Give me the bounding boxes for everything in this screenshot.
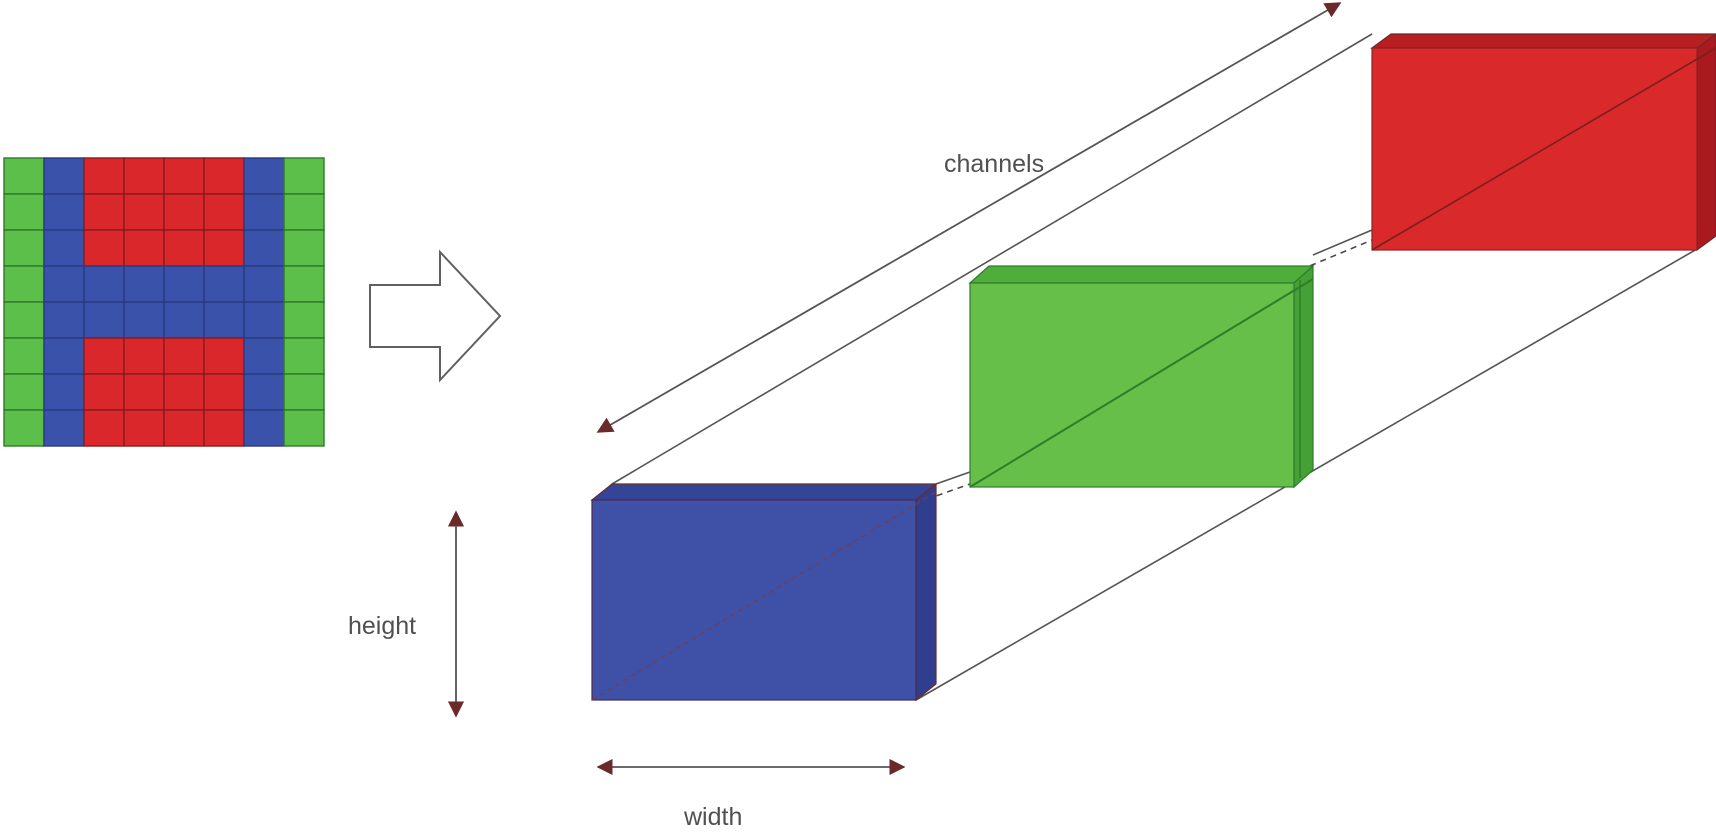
pixel-cell-red <box>123 193 165 231</box>
pixel-cell-red <box>163 409 205 447</box>
blue-channel-block <box>590 482 938 702</box>
pixel-cell-blue <box>243 301 285 339</box>
pixel-cell-red <box>163 193 205 231</box>
channels-arrow <box>596 2 1342 433</box>
pixel-cell-red <box>203 193 245 231</box>
pixel-cell-blue <box>243 229 285 267</box>
pixel-cell-blue <box>123 265 165 303</box>
pixel-cell-blue <box>243 157 285 195</box>
pixel-cell-red <box>163 229 205 267</box>
pixel-cell-green <box>3 193 45 231</box>
pixel-cell-red <box>163 373 205 411</box>
pixel-cell-blue <box>243 337 285 375</box>
pixel-cell-red <box>203 229 245 267</box>
pixel-cell-red <box>83 373 125 411</box>
pixel-cell-blue <box>43 337 85 375</box>
pixel-cell-red <box>83 193 125 231</box>
pixel-cell-red <box>203 373 245 411</box>
pixel-cell-blue <box>163 265 205 303</box>
pixel-cell-red <box>203 157 245 195</box>
width-label: width <box>683 803 742 831</box>
pixel-cell-red <box>83 157 125 195</box>
pixel-cell-red <box>83 409 125 447</box>
pixel-cell-blue <box>243 373 285 411</box>
pixel-cell-blue <box>43 229 85 267</box>
pixel-cell-blue <box>43 193 85 231</box>
channels-label: channels <box>944 150 1044 178</box>
red-channel-block <box>1370 33 1716 252</box>
pixel-cell-red <box>203 409 245 447</box>
pixel-cell-green <box>283 229 325 267</box>
pixel-cell-blue <box>243 193 285 231</box>
rgb-pixel-grid <box>3 157 325 447</box>
pixel-cell-blue <box>243 409 285 447</box>
pixel-cell-red <box>163 337 205 375</box>
pixel-cell-blue <box>43 301 85 339</box>
pixel-cell-blue <box>163 301 205 339</box>
pixel-cell-green <box>3 157 45 195</box>
pixel-cell-red <box>123 157 165 195</box>
pixel-cell-blue <box>43 265 85 303</box>
pixel-cell-red <box>123 409 165 447</box>
pixel-cell-green <box>283 409 325 447</box>
pixel-cell-red <box>83 229 125 267</box>
pixel-cell-green <box>283 337 325 375</box>
pixel-cell-red <box>203 337 245 375</box>
pixel-cell-blue <box>243 265 285 303</box>
pixel-cell-green <box>3 229 45 267</box>
pixel-cell-blue <box>123 301 165 339</box>
pixel-cell-red <box>123 337 165 375</box>
pixel-cell-red <box>163 157 205 195</box>
pixel-cell-green <box>283 373 325 411</box>
pixel-cell-green <box>283 265 325 303</box>
pixel-cell-red <box>123 229 165 267</box>
pixel-cell-green <box>3 373 45 411</box>
transform-arrow-icon <box>369 249 502 383</box>
pixel-cell-blue <box>83 301 125 339</box>
pixel-cell-green <box>283 301 325 339</box>
pixel-cell-green <box>3 265 45 303</box>
pixel-cell-blue <box>203 265 245 303</box>
pixel-cell-blue <box>203 301 245 339</box>
pixel-cell-blue <box>43 409 85 447</box>
pixel-cell-green <box>3 409 45 447</box>
green-channel-block <box>968 264 1315 489</box>
height-label: height <box>348 612 416 640</box>
pixel-cell-green <box>3 337 45 375</box>
pixel-cell-blue <box>83 265 125 303</box>
pixel-cell-red <box>123 373 165 411</box>
pixel-cell-green <box>283 193 325 231</box>
pixel-cell-green <box>283 157 325 195</box>
pixel-cell-blue <box>43 157 85 195</box>
pixel-cell-red <box>83 337 125 375</box>
pixel-cell-blue <box>43 373 85 411</box>
pixel-cell-green <box>3 301 45 339</box>
